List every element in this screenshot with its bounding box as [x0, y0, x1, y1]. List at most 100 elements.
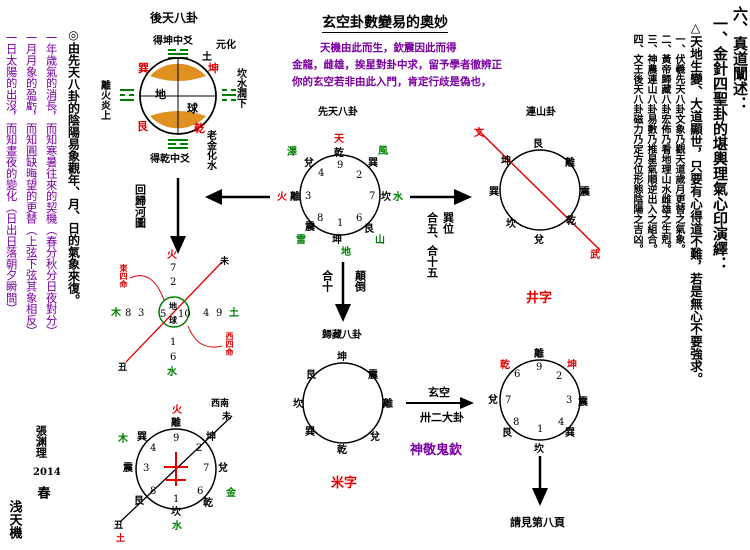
- ls-xun: 巽: [489, 186, 499, 198]
- hetu-d1: 1: [170, 337, 176, 348]
- label-he-five: 合五、合十五: [426, 211, 439, 278]
- ls2-wei: 未: [221, 410, 232, 422]
- houtian-xun: 巽: [138, 62, 149, 75]
- left-note-2: 一月月象的盈虧，而知圓缺晦望的更替（上弦下弦其象相反）: [24, 32, 38, 338]
- xt-xun: 巽: [368, 157, 378, 169]
- br-n1: 1: [537, 424, 543, 435]
- globe-center-left: 地: [155, 87, 166, 101]
- xt-n1: 1: [337, 218, 343, 229]
- ls2-dui: 兌: [218, 461, 228, 474]
- ls2-n7: 7: [203, 463, 209, 474]
- houtian-qian: 乾: [194, 121, 205, 135]
- br-li: 離: [534, 347, 544, 360]
- br-n3: 3: [566, 395, 572, 406]
- ls2-earth: 土: [116, 532, 125, 544]
- left-notes-header: ◎由先天八卦的陰陽易象觀年、月、日的氣象來復。: [66, 28, 81, 306]
- label-shen: 神敬鬼欽: [410, 442, 463, 458]
- xt-gen: 艮: [364, 223, 375, 235]
- xt-n6: 6: [356, 213, 362, 224]
- xt-zhen: 震: [305, 221, 316, 233]
- xt-n7: 7: [369, 191, 375, 202]
- hetu-center2: 球: [169, 315, 178, 325]
- gc-dui: 兌: [370, 430, 380, 443]
- xt-shui: 水: [392, 190, 404, 203]
- author-year: 2014: [33, 467, 61, 478]
- ls-gen: 艮: [533, 138, 544, 150]
- hetu-arc-lower: [187, 325, 223, 348]
- author-note: 浅天機: [6, 500, 22, 539]
- lianshan-diagonal: [477, 129, 601, 251]
- ls2-xinan: 西南: [211, 397, 229, 409]
- ls-kun: 坤: [501, 154, 511, 167]
- label-return-hetu-text: 回歸河圖: [134, 183, 147, 229]
- label-reverse: 顛倒: [354, 269, 368, 293]
- hetu-d8: 8: [125, 308, 131, 319]
- hetu-d6: 6: [170, 352, 176, 363]
- br-kun: 坤: [567, 358, 577, 371]
- gc-zhen: 震: [368, 369, 379, 381]
- xt-huo: 火: [277, 191, 288, 203]
- hetu-diagonal: [125, 261, 223, 363]
- houtian-lower-right: 老金化水: [205, 129, 218, 171]
- point-4: 四、文王後天八卦磁力乃定方位形態陰陽之吉凶。: [631, 34, 642, 254]
- ls2-n1: 1: [173, 494, 179, 505]
- hetu-center-circle: [158, 296, 190, 328]
- xiantian-circle: [299, 154, 381, 236]
- xt-di: 地: [341, 245, 351, 258]
- ls2-fire: 火: [172, 404, 183, 416]
- houtian-title: 後天八卦: [150, 10, 198, 25]
- arrowhead-to-bottom-right: [460, 397, 474, 409]
- ls-li: 離: [565, 156, 575, 169]
- ls2-chou: 丑: [114, 520, 123, 531]
- hetu-earth: 土: [229, 306, 239, 319]
- ls-wen: 文: [474, 126, 485, 139]
- title-line-2: 金龍，雌雄，挨星對卦中求，留予學者徹辨正: [292, 59, 502, 71]
- ls-dui: 兌: [534, 233, 544, 246]
- ls2-qian: 乾: [203, 496, 213, 509]
- houtian-upper-right: 元化: [216, 38, 236, 51]
- label-he-ten: 合十: [321, 269, 334, 293]
- ls-zhen: 震: [580, 186, 591, 198]
- left-note-1: 一年歲氣的消長，而知寒暑往來的契機（春分秋分日夜對分）: [44, 32, 58, 338]
- hetu-d5: 5: [160, 309, 166, 320]
- arrowhead-see-next: [532, 488, 548, 506]
- houtian-gen: 艮: [137, 119, 149, 133]
- author-season: 春: [34, 486, 50, 499]
- br-zhen: 震: [578, 396, 589, 408]
- globe-center-right: 球: [187, 101, 199, 115]
- hetu-wood: 木: [110, 306, 122, 319]
- br-qian: 乾: [500, 358, 510, 371]
- xt-feng: 風: [378, 145, 388, 157]
- houtian-top-label: 得坤中爻: [152, 34, 194, 47]
- br-n2: 2: [556, 371, 562, 382]
- gc-mi: 米字: [331, 475, 357, 491]
- br-n7: 7: [505, 395, 511, 406]
- xt-lei: 雷: [296, 234, 306, 246]
- ls2-water: 水: [171, 519, 183, 532]
- xt-n8: 8: [317, 213, 323, 224]
- br-n9: 9: [536, 362, 542, 373]
- hetu-water: 水: [166, 365, 178, 378]
- label-xun-pos-text: 巽位: [442, 212, 455, 235]
- hetu-d4: 4: [203, 308, 209, 319]
- diagram-title: 玄空卦數變易的奧妙: [322, 12, 448, 33]
- gc-li: 離: [383, 397, 393, 410]
- section-heading: 六、真道闡述：: [731, 6, 749, 111]
- section-subheading: 一、金針四聖卦的堪輿理氣心印演繹：: [711, 16, 729, 271]
- hetu-dragon: 丑: [118, 362, 127, 373]
- hetu-arc-upper: [129, 275, 165, 301]
- point-1: 一、伏羲先天八卦文象乃觀天道歲月更替之氣象。: [673, 34, 684, 254]
- br-gen: 艮: [502, 427, 513, 439]
- hetu-d9: 9: [216, 308, 222, 319]
- point-3: 三、神農連山八卦易數乃推星氣順逆出入之組合。: [645, 34, 656, 254]
- br-n6: 6: [514, 369, 520, 380]
- hetu-east-four: 東四命: [118, 263, 129, 289]
- gc-kan: 坎: [293, 397, 304, 410]
- hetu-d10: 10: [178, 309, 191, 320]
- ls2-gen: 艮: [134, 495, 145, 507]
- houtian-left-text: 離火炎上: [99, 79, 111, 120]
- xt-n3: 3: [305, 191, 311, 202]
- label-reverse-text: 顛倒: [354, 269, 368, 293]
- trigram-top: [168, 49, 188, 59]
